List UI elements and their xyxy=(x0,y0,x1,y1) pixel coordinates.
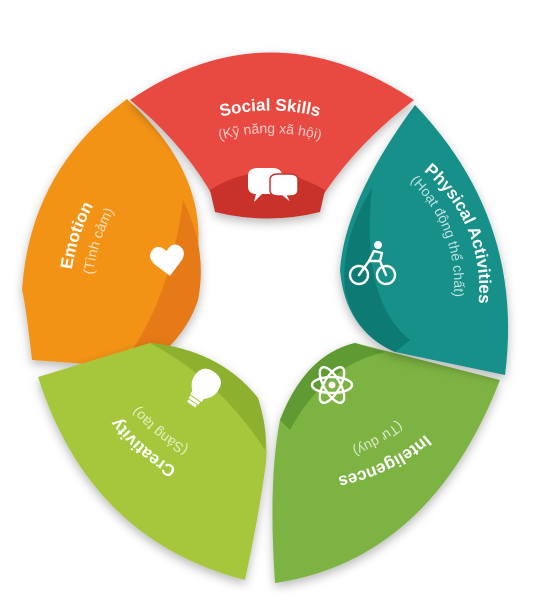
segment-intelligence-shape xyxy=(272,343,500,583)
segment-social-shape xyxy=(130,52,414,200)
segment-intelligence xyxy=(272,343,500,583)
segment-intelligence-accent xyxy=(280,343,385,430)
segment-emotion-accent xyxy=(125,200,201,368)
segment-creativity-shape xyxy=(38,343,267,580)
social-subtitle: (Kỹ năng xã hội) xyxy=(216,120,323,143)
segment-physical-accent xyxy=(344,188,410,352)
segment-creativity-accent xyxy=(150,343,266,450)
segment-creativity xyxy=(38,343,267,580)
cyclist-icon xyxy=(348,241,397,286)
atom-icon xyxy=(310,366,354,404)
segment-emotion xyxy=(22,99,201,368)
light-bulb-icon xyxy=(187,368,221,408)
segment-emotion-shape xyxy=(22,99,199,368)
speech-bubbles-icon xyxy=(248,168,299,205)
segment-physical xyxy=(340,105,509,375)
heart-icon xyxy=(150,244,184,276)
